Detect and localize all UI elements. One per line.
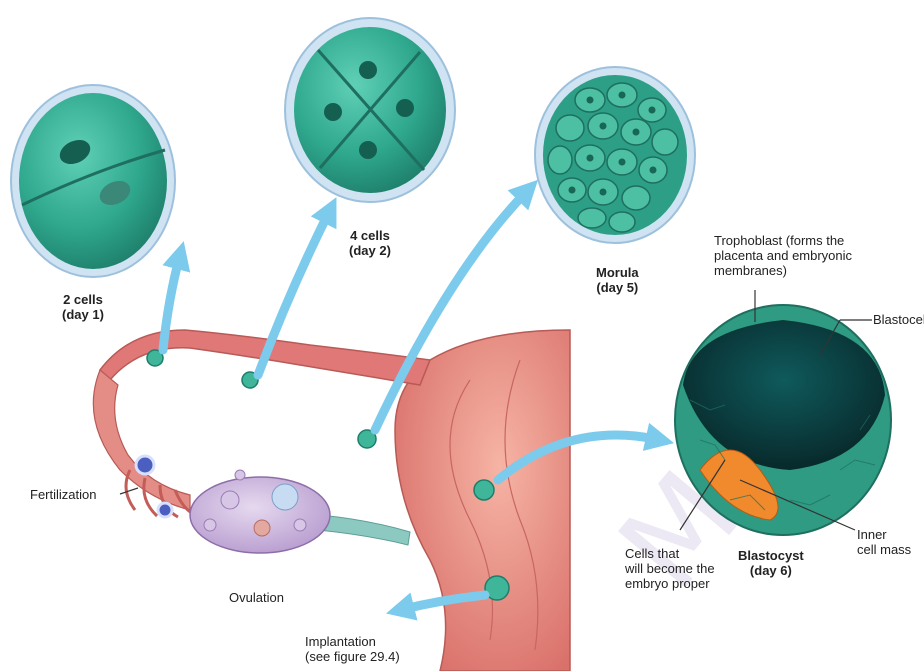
two-cell-stage xyxy=(11,85,175,277)
label-4-cells-name: 4 cells xyxy=(349,228,391,243)
uterus-and-uterine-tube xyxy=(93,330,570,671)
label-2-cells-day: (day 1) xyxy=(62,307,104,322)
label-blastocele: Blastocele xyxy=(873,312,924,327)
label-2-cells-name: 2 cells xyxy=(62,292,104,307)
label-morula: Morula (day 5) xyxy=(596,265,639,295)
label-inner-cell-mass-line-2: cell mass xyxy=(857,542,911,557)
label-4-cells-day: (day 2) xyxy=(349,243,391,258)
label-2-cells: 2 cells (day 1) xyxy=(62,292,104,322)
label-fertilization: Fertilization xyxy=(30,487,96,502)
label-4-cells: 4 cells (day 2) xyxy=(349,228,391,258)
label-trophoblast: Trophoblast (forms the placenta and embr… xyxy=(714,233,852,278)
label-embryo-cells-line-3: embryo proper xyxy=(625,576,715,591)
four-cell-stage xyxy=(285,18,455,202)
label-trophoblast-line-1: Trophoblast (forms the xyxy=(714,233,852,248)
label-embryo-cells-line-1: Cells that xyxy=(625,546,715,561)
label-trophoblast-line-2: placenta and embryonic xyxy=(714,248,852,263)
label-blastocyst-name: Blastocyst xyxy=(738,548,804,563)
label-trophoblast-line-3: membranes) xyxy=(714,263,852,278)
morula-stage xyxy=(535,67,695,243)
label-morula-day: (day 5) xyxy=(596,280,639,295)
label-blastocyst-day: (day 6) xyxy=(738,563,804,578)
label-implantation-line-1: Implantation xyxy=(305,634,400,649)
blastocyst-stage xyxy=(675,305,891,535)
label-inner-cell-mass-line-1: Inner xyxy=(857,527,911,542)
label-embryo-cells-line-2: will become the xyxy=(625,561,715,576)
label-morula-name: Morula xyxy=(596,265,639,280)
label-implantation: Implantation (see figure 29.4) xyxy=(305,634,400,664)
label-implantation-line-2: (see figure 29.4) xyxy=(305,649,400,664)
label-embryo-cells: Cells that will become the embryo proper xyxy=(625,546,715,591)
ovary xyxy=(190,470,330,553)
label-blastocyst: Blastocyst (day 6) xyxy=(738,548,804,578)
label-inner-cell-mass: Inner cell mass xyxy=(857,527,911,557)
label-ovulation: Ovulation xyxy=(229,590,284,605)
